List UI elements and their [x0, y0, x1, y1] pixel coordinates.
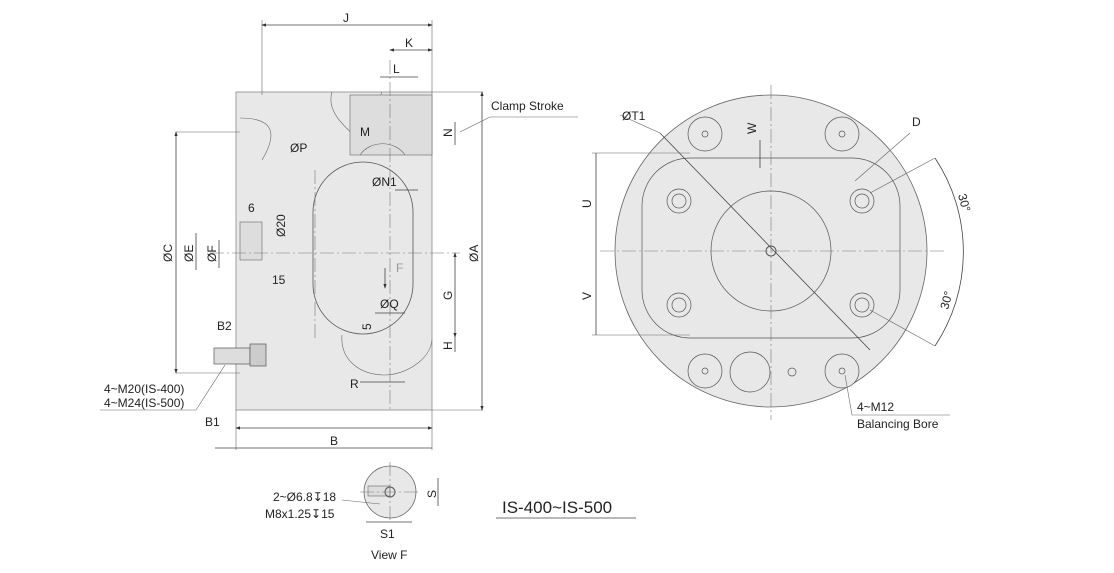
front-view: ØT1 W D U V 30° 30° 4~M12 Balancing Bore: [580, 85, 973, 431]
dim-label-u: U: [580, 199, 594, 208]
thread-label-is400: 4~M20(IS-400): [104, 382, 184, 396]
dim-label-w: W: [745, 122, 759, 134]
dim-label-d: D: [912, 115, 921, 129]
dim-label-m: M: [360, 125, 370, 139]
dim-label-5: 5: [360, 323, 374, 330]
balancing-bore-label: Balancing Bore: [857, 417, 939, 431]
dim-label-a: ØA: [467, 245, 481, 262]
dim-label-15: 15: [272, 273, 286, 287]
dim-label-p: ØP: [290, 141, 307, 155]
dim-label-r: R: [350, 377, 359, 391]
view-f: 2~Ø6.8↧18 M8x1.25↧15 S S1 View F: [265, 462, 439, 562]
model-title: IS-400~IS-500: [502, 498, 612, 517]
thread-spec: M8x1.25↧15: [265, 507, 335, 521]
dim-label-s: S: [425, 490, 439, 498]
dim-label-v: V: [580, 292, 594, 300]
dim-label-b1: B1: [205, 415, 220, 429]
view-f-label: F: [396, 261, 403, 275]
dim-label-f: ØF: [205, 245, 219, 262]
dim-label-n: N: [441, 128, 455, 137]
dim-label-q: ØQ: [380, 297, 399, 311]
mounting-bolt: [213, 347, 251, 365]
dim-label-c: ØC: [161, 244, 175, 262]
dim-label-20: Ø20: [274, 214, 288, 237]
hole-spec: 2~Ø6.8↧18: [273, 490, 336, 504]
dim-label-k: K: [405, 36, 413, 50]
dim-label-b: B: [330, 434, 338, 448]
piston-cavity: [312, 161, 414, 335]
bolt-holes: [666, 116, 875, 393]
angle-label-bottom: 30°: [937, 289, 955, 310]
dim-label-n1: ØN1: [372, 175, 397, 189]
dim-label-j: J: [343, 11, 349, 25]
dim-label-s1: S1: [380, 527, 395, 541]
dim-label-b2: B2: [217, 319, 232, 333]
thread-label-is500: 4~M24(IS-500): [104, 396, 184, 410]
dim-label-t1: ØT1: [622, 109, 646, 123]
side-view: J K L M N Clamp Stroke ØP ØN1 ØC ØE ØF 6…: [100, 11, 578, 450]
clamp-stroke-label: Clamp Stroke: [491, 99, 564, 113]
dim-label-h: H: [441, 341, 455, 350]
dim-label-g: G: [441, 291, 455, 300]
balancing-bore-thread: 4~M12: [857, 400, 894, 414]
dim-label-6: 6: [248, 201, 255, 215]
angle-label-top: 30°: [955, 192, 973, 213]
dim-label-e: ØE: [182, 245, 196, 262]
view-f-title: View F: [371, 548, 407, 562]
dim-label-l: L: [393, 62, 400, 76]
